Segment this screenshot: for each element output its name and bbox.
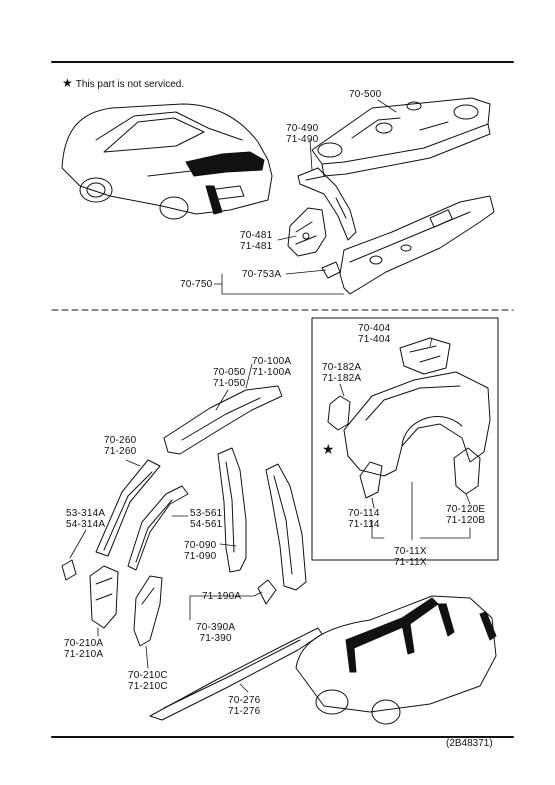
part-70-481-bracket — [287, 207, 327, 257]
part-70-210A-lower-pillar — [89, 565, 119, 629]
label-70-750: 70-750 — [180, 279, 213, 290]
not-serviced-star-icon: ★ — [322, 441, 335, 457]
part-70-260-front-pillar — [95, 459, 161, 557]
part-70-120E-panel — [453, 447, 481, 495]
part-70-490-brace — [297, 167, 357, 241]
part-53-561-reinforcement — [127, 485, 189, 571]
note-text: This part is not serviced. — [75, 79, 185, 90]
part-70-500-package-tray — [311, 97, 491, 177]
part-53-314A-bracket — [61, 559, 77, 581]
top-leader-lines — [213, 99, 397, 295]
label-71-190A: 71-190A — [202, 591, 242, 602]
part-70-750-rear-panel — [321, 195, 495, 295]
star-icon: ★ — [62, 76, 73, 90]
part-70-11X-wheelhouse — [343, 371, 491, 477]
sedan-body-outline — [295, 595, 497, 725]
part-70-182A-gusset — [327, 395, 351, 431]
label-70-500: 70-500 — [349, 89, 382, 100]
part-70-210C-reinforcement — [133, 575, 163, 647]
drawing-code: (2B48371) — [446, 738, 493, 749]
part-70-100A-roof-rail — [163, 385, 283, 455]
sedan-body-highlight — [345, 597, 497, 673]
part-70-090-center-pillar-inner — [257, 463, 307, 605]
label-70-753A: 70-753A — [242, 269, 282, 280]
not-serviced-note: ★This part is not serviced. — [62, 76, 184, 90]
inset-box — [311, 317, 499, 561]
part-70-114-bracket — [359, 461, 383, 499]
part-70-050-center-pillar — [217, 447, 247, 573]
rear-panel-highlight — [185, 151, 265, 215]
inset-leaders — [339, 337, 471, 541]
part-70-404-bracket — [399, 337, 451, 375]
bottom-leader-lines — [69, 363, 263, 693]
